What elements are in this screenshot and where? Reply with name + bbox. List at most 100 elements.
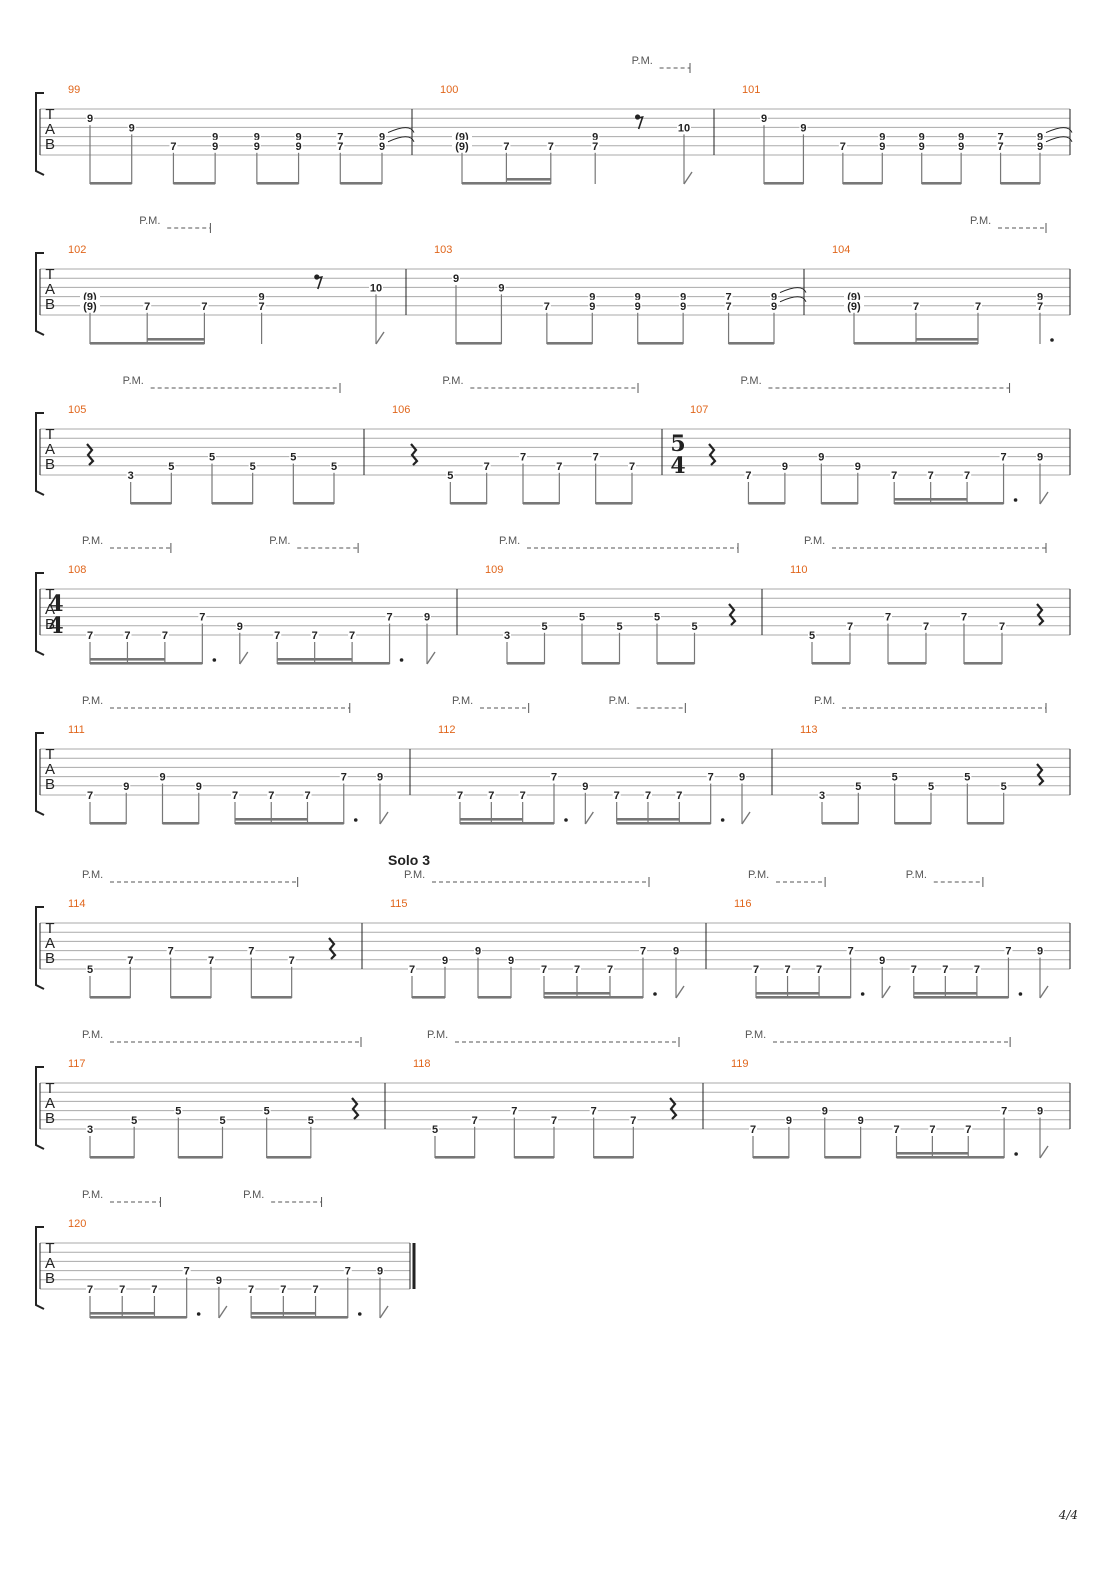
fret-background [744, 469, 753, 480]
fret-background [80, 290, 100, 302]
beam [842, 182, 883, 185]
fret-background [446, 469, 455, 480]
fret-background [378, 139, 386, 151]
fret-background [972, 963, 981, 974]
fret-background [724, 290, 733, 302]
fret-background [675, 789, 684, 800]
beam-secondary [916, 338, 978, 341]
tab-clef-letter: B [45, 776, 55, 793]
beam [616, 822, 711, 825]
fret-background [231, 789, 239, 800]
fret-number: 3 [504, 630, 510, 642]
duration-dot [860, 992, 865, 996]
tie [387, 136, 415, 143]
fret-number: 7 [170, 141, 176, 153]
duration-dot [720, 818, 725, 822]
fret-background [612, 789, 621, 800]
fret-background [783, 963, 792, 974]
fret-number: 5 [855, 781, 861, 793]
fret-number: 7 [127, 955, 133, 967]
note-flag [379, 811, 389, 825]
fret-number: 9 [771, 301, 777, 313]
note-flag [683, 171, 693, 185]
fret-number: 5 [654, 612, 660, 624]
palm-mute-label: P.M. [427, 1029, 448, 1041]
fret-background [780, 459, 789, 471]
fret-background [431, 1123, 439, 1134]
beam [657, 662, 695, 665]
fret-background [336, 139, 345, 151]
fret-number: 7 [162, 630, 168, 642]
fret-background [1036, 944, 1044, 956]
page-number: 4/4 [1058, 1508, 1078, 1522]
beam [173, 182, 216, 185]
fret-number: 7 [593, 452, 599, 464]
fret-background [820, 1104, 829, 1116]
fret-background [738, 770, 746, 782]
fret-background [878, 130, 887, 142]
tab-clef-letter: A [45, 441, 55, 458]
fret-background [1004, 944, 1013, 956]
quarter-rest [410, 443, 419, 466]
fret-background [122, 779, 131, 791]
palm-mute-label: P.M. [82, 1189, 103, 1201]
fret-number: 7 [144, 301, 150, 313]
fret-background [677, 121, 691, 133]
fret-background [555, 459, 564, 471]
fret-background [503, 629, 511, 640]
beam [212, 502, 253, 505]
quarter-rest [86, 443, 95, 466]
fret-number: 7 [965, 1124, 971, 1136]
measure-number: 120 [68, 1218, 86, 1230]
fret-number: 10 [678, 122, 690, 134]
tab-clef-letter: A [45, 761, 55, 778]
fret-number: 5 [308, 1115, 314, 1127]
tab-clef-letter: B [45, 136, 55, 153]
fret-number: 7 [885, 612, 891, 624]
fret-number: 5 [209, 452, 215, 464]
beam [822, 822, 859, 825]
fret-number: 7 [1000, 452, 1006, 464]
fret-number: 10 [370, 282, 382, 294]
fret-background [310, 629, 319, 640]
fret-number: 7 [259, 301, 265, 313]
fret-number: 7 [974, 964, 980, 976]
fret-background [550, 770, 558, 782]
beam [514, 1156, 554, 1159]
fret-number: 7 [745, 470, 751, 482]
beam [753, 1156, 789, 1159]
beam [728, 342, 774, 345]
fret-background [844, 290, 864, 302]
fret-background [474, 944, 482, 956]
measure-number: 113 [800, 724, 818, 736]
fret-background [519, 450, 527, 462]
beam [756, 996, 851, 999]
fret-background [633, 299, 642, 311]
beam [90, 996, 131, 999]
tab-clef-letter: A [45, 281, 55, 298]
fret-number: 5 [290, 452, 296, 464]
beam [435, 1156, 475, 1159]
fret-background [487, 789, 496, 800]
fret-number: 9 [800, 122, 806, 134]
beam [894, 502, 1004, 505]
fret-number: 9 [822, 1106, 828, 1118]
fret-number: 9 [818, 452, 824, 464]
fret-background [247, 1283, 256, 1294]
fret-number: 7 [556, 461, 562, 473]
fret-number: 7 [199, 612, 205, 624]
fret-background [235, 619, 244, 631]
tab-clef-letter: T [45, 1080, 54, 1097]
fret-number: 9 [761, 113, 767, 125]
tab-clef-letter: T [45, 586, 54, 603]
fret-number: 7 [998, 141, 1004, 153]
fret-number: 7 [726, 292, 732, 304]
fret-number: 7 [848, 946, 854, 958]
measure-number: 109 [485, 564, 503, 576]
fret-background [257, 290, 266, 302]
beam [582, 662, 620, 665]
tie [387, 127, 415, 134]
fret-number: 9 [254, 141, 260, 153]
fret-background [452, 272, 460, 284]
fret-background [80, 299, 100, 311]
